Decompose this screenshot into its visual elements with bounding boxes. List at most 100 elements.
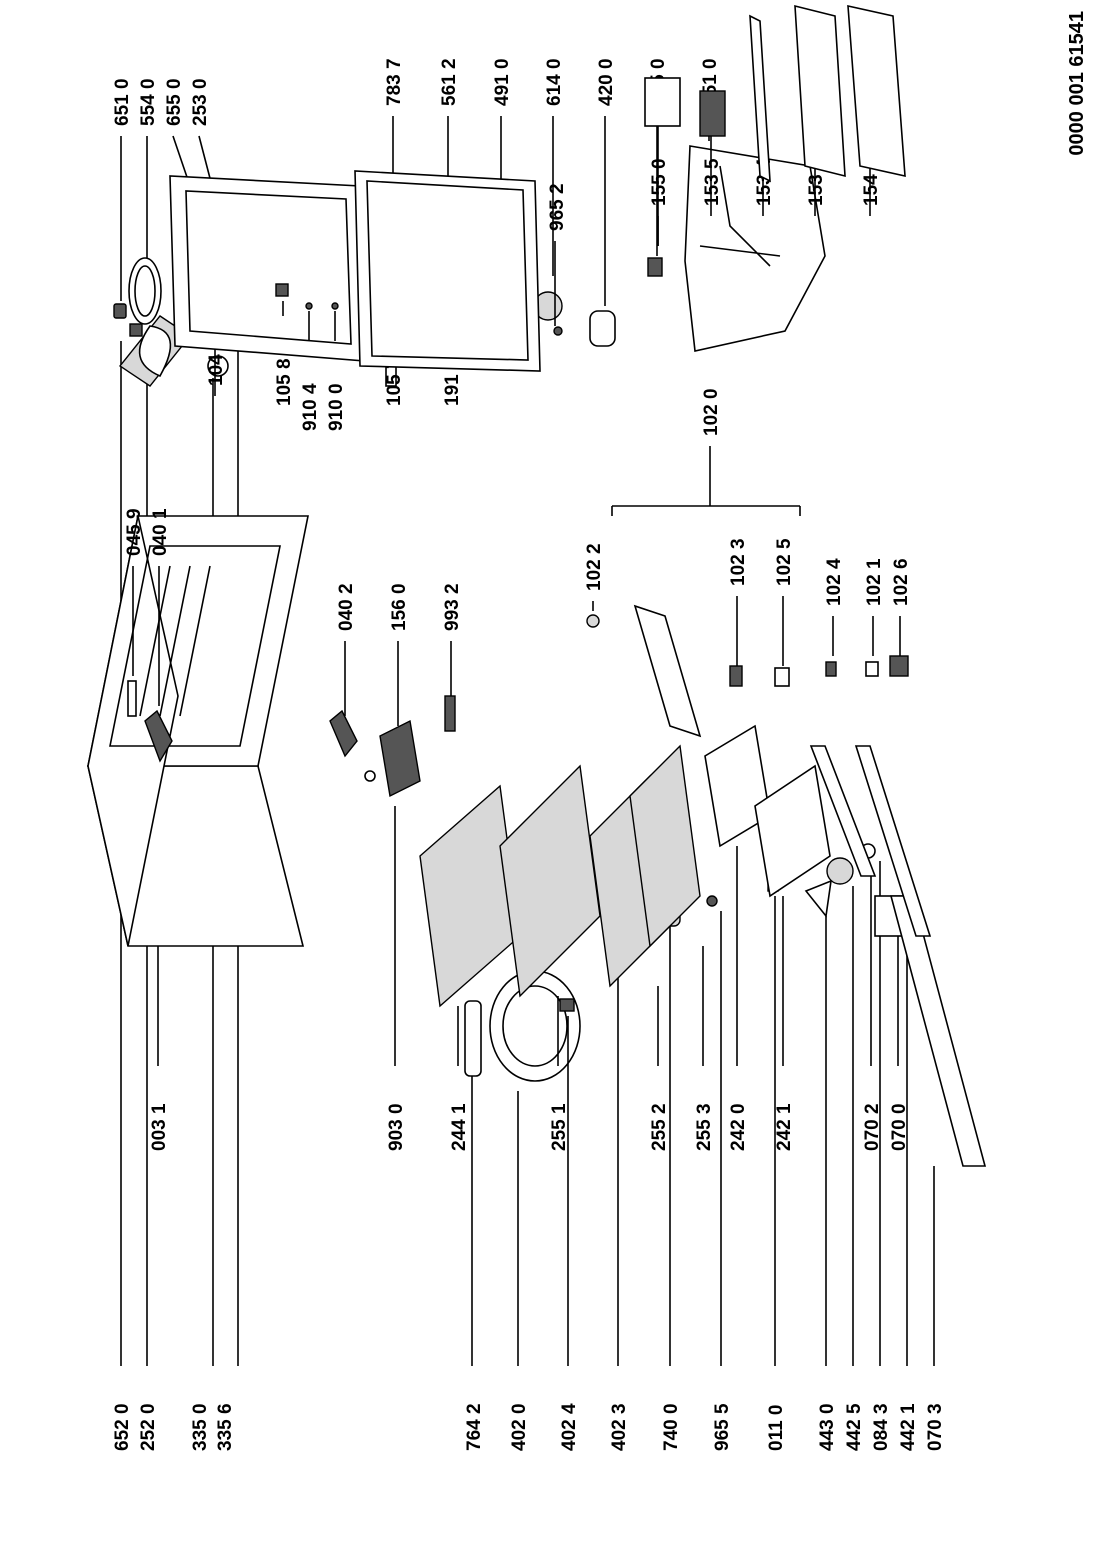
part-153-3 <box>794 4 846 178</box>
label-965-5: 965 5 <box>712 1403 733 1451</box>
label-102-0: 102 0 <box>701 388 722 436</box>
part-443-0 <box>804 879 832 918</box>
part-903-0 <box>364 770 376 782</box>
label-255-1: 255 1 <box>549 1103 570 1151</box>
part-102-2 <box>586 614 600 628</box>
label-155-0: 155 0 <box>649 158 670 206</box>
part-965-5 <box>706 895 718 907</box>
label-903-0: 903 0 <box>386 1103 407 1151</box>
label-420-0: 420 0 <box>596 58 617 106</box>
label-156-0: 156 0 <box>389 583 410 631</box>
part-993-2 <box>444 695 456 732</box>
part-065-0 <box>647 257 663 277</box>
label-040-1: 040 1 <box>150 508 171 556</box>
part-965-2 <box>553 326 563 336</box>
part-102-3 <box>729 665 743 687</box>
label-153-5: 153 5 <box>702 158 723 206</box>
part-105-8 <box>275 283 289 297</box>
label-335-6: 335 6 <box>215 1403 236 1451</box>
part-154-0 <box>847 4 906 178</box>
label-783-7: 783 7 <box>384 58 405 106</box>
label-614-0: 614 0 <box>544 58 565 106</box>
label-102-2: 102 2 <box>584 543 605 591</box>
part-040-1 <box>144 709 173 763</box>
part-442-5 <box>826 857 854 885</box>
label-084-3: 084 3 <box>871 1403 892 1451</box>
part-155-0 <box>644 77 681 127</box>
label-652-0: 652 0 <box>112 1403 133 1451</box>
label-105-7: 105 7 <box>384 358 405 406</box>
part-156-0 <box>379 719 421 798</box>
part-153-4 <box>749 14 771 183</box>
label-910-0: 910 0 <box>326 383 347 431</box>
part-910-0 <box>331 302 339 310</box>
label-335-0: 335 0 <box>190 1403 211 1451</box>
part-102-4 <box>825 661 837 677</box>
label-491-0: 491 0 <box>492 58 513 106</box>
part-102-x-panel <box>633 604 702 738</box>
part-651-0 <box>113 303 127 319</box>
part-244-1 <box>419 784 521 1008</box>
label-402-4: 402 4 <box>559 1403 580 1451</box>
label-651-0: 651 0 <box>112 78 133 126</box>
label-764-2: 764 2 <box>464 1403 485 1451</box>
label-252-0: 252 0 <box>138 1403 159 1451</box>
label-442-1: 442 1 <box>898 1403 919 1451</box>
label-255-2: 255 2 <box>649 1103 670 1151</box>
label-242-0: 242 0 <box>728 1103 749 1151</box>
door-group: 104 0 105 8 910 4 910 0 105 7 191 1 965 … <box>169 170 568 431</box>
part-335-0 <box>207 355 229 377</box>
part-764-2 <box>464 1000 482 1077</box>
label-442-5: 442 5 <box>844 1403 865 1451</box>
label-402-3: 402 3 <box>609 1403 630 1451</box>
label-070-3: 070 3 <box>925 1403 946 1451</box>
part-420-0 <box>589 310 616 347</box>
label-102-3: 102 3 <box>728 538 749 586</box>
part-045-9 <box>127 680 137 717</box>
part-070-0 <box>854 745 932 937</box>
label-554-0: 554 0 <box>138 78 159 126</box>
part-102-5 <box>774 667 790 687</box>
part-242-0 <box>704 724 771 848</box>
part-255-3 <box>629 744 701 948</box>
label-965-2: 965 2 <box>547 183 568 231</box>
label-402-0: 402 0 <box>509 1403 530 1451</box>
label-242-1: 242 1 <box>774 1103 795 1151</box>
part-910-4 <box>305 302 313 310</box>
part-070-2 <box>809 745 877 877</box>
label-102-4: 102 4 <box>824 558 845 606</box>
part-040-2 <box>329 709 358 758</box>
label-244-1: 244 1 <box>449 1103 470 1151</box>
label-255-3: 255 3 <box>694 1103 715 1151</box>
part-070-3 <box>889 895 987 1167</box>
part-554-0 <box>128 257 162 325</box>
part-255-1 <box>499 764 601 998</box>
cabinet-and-shelves-group: 003 1 903 0 244 1 255 1 255 2 255 3 242 … <box>87 515 932 1151</box>
label-191-1: 191 1 <box>442 358 463 406</box>
label-105-8: 105 8 <box>274 358 295 406</box>
label-740-0: 740 0 <box>661 1403 682 1451</box>
label-040-2: 040 2 <box>336 583 357 631</box>
label-443-0: 443 0 <box>817 1403 838 1451</box>
label-102-6: 102 6 <box>891 558 912 606</box>
document-number: 0000 001 61541 <box>1066 11 1088 156</box>
part-102-6 <box>889 655 909 677</box>
label-045-9: 045 9 <box>124 508 145 556</box>
label-561-2: 561 2 <box>439 58 460 106</box>
door-bins-group: 155 0 153 5 153 4 153 3 154 0 <box>644 4 906 246</box>
label-910-4: 910 4 <box>300 383 321 431</box>
group-controls-labels: 651 0 554 0 655 0 253 0 652 0 252 0 335 … <box>112 78 236 1451</box>
label-253-0: 253 0 <box>190 78 211 126</box>
part-191-1 <box>354 170 541 372</box>
part-153-5 <box>699 90 726 137</box>
part-102-1 <box>865 661 879 677</box>
label-070-0: 070 0 <box>889 1103 910 1151</box>
part-402-4 <box>559 998 575 1012</box>
label-003-1: 003 1 <box>149 1103 170 1151</box>
label-102-5: 102 5 <box>774 538 795 586</box>
hinges-and-panel-group: 045 9 040 1 040 2 156 0 993 2 102 2 102 … <box>124 388 912 798</box>
part-652-0 <box>129 323 143 337</box>
